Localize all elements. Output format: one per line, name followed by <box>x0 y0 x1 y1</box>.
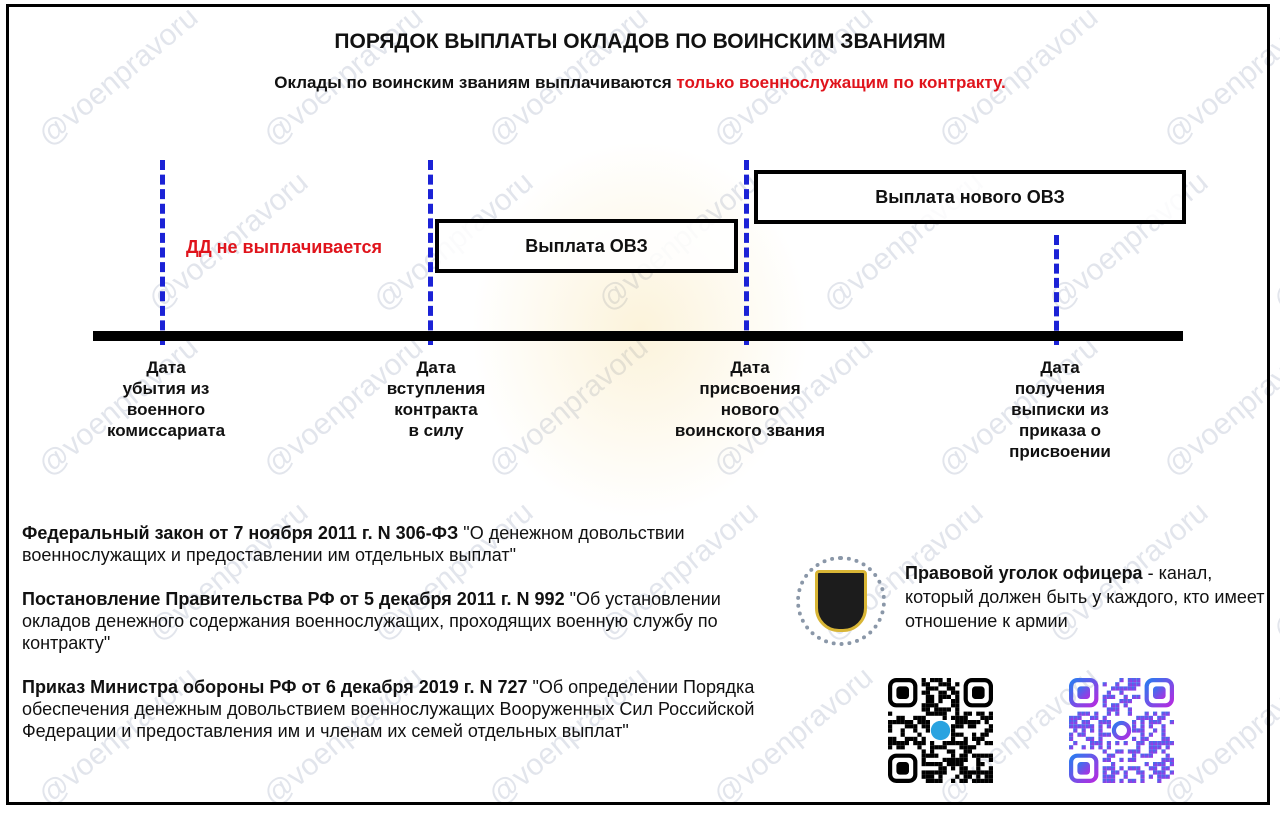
timeline-marker-2 <box>428 160 433 345</box>
channel-promo: Правовой уголок офицера - канал, который… <box>905 561 1265 633</box>
legal-references: Федеральный закон от 7 ноября 2011 г. N … <box>22 522 792 764</box>
telegram-qr-code[interactable] <box>888 678 993 783</box>
no-payment-note: ДД не выплачивается <box>186 237 383 257</box>
telegram-icon <box>930 720 951 741</box>
timeline-axis <box>93 331 1183 341</box>
new-payment-box: Выплата нового ОВЗ <box>754 170 1186 224</box>
law-title: Приказ Министра обороны РФ от 6 декабря … <box>22 677 528 697</box>
law-description: "О денежном довольствии военнослужащих и… <box>22 523 685 565</box>
max-icon <box>1111 720 1132 741</box>
timeline-label-departure: Дата убытия из военного комиссариата <box>106 358 226 440</box>
channel-description: - канал, который должен быть у каждого, … <box>905 563 1265 631</box>
page-title: ПОРЯДОК ВЫПЛАТЫ ОКЛАДОВ ПО ВОИНСКИМ ЗВАН… <box>334 30 946 53</box>
law-description: "Об определении Порядка обеспечения дене… <box>22 677 755 741</box>
channel-name: Правовой уголок офицера <box>905 563 1143 583</box>
timeline-marker-1 <box>160 160 165 345</box>
timeline-label-extract: Дата получения выписки из приказа о прис… <box>1009 358 1111 461</box>
timeline-label-contract: Дата вступления контракта в силу <box>386 358 486 440</box>
subtitle-highlight: только военнослужащим по контракту. <box>676 73 1006 92</box>
law-description: "Об установлении окладов денежного содер… <box>22 589 721 653</box>
law-reference: Постановление Правительства РФ от 5 дека… <box>22 588 792 654</box>
law-title: Постановление Правительства РФ от 5 дека… <box>22 589 565 609</box>
timeline-marker-3 <box>744 160 749 345</box>
max-qr-code[interactable] <box>1069 678 1174 783</box>
payment-box: Выплата ОВЗ <box>435 219 738 273</box>
timeline-label-rank: Дата присвоения нового воинского звания <box>674 358 826 440</box>
shield-emblem-icon <box>815 570 867 632</box>
page-frame <box>6 4 1270 805</box>
law-reference: Приказ Министра обороны РФ от 6 декабря … <box>22 676 792 742</box>
timeline-marker-4 <box>1054 235 1059 345</box>
law-title: Федеральный закон от 7 ноября 2011 г. N … <box>22 523 459 543</box>
subtitle: Оклады по воинским званиям выплачиваются… <box>0 73 1280 93</box>
subtitle-text: Оклады по воинским званиям выплачиваются <box>274 73 677 92</box>
law-reference: Федеральный закон от 7 ноября 2011 г. N … <box>22 522 792 566</box>
channel-logo <box>796 556 886 646</box>
